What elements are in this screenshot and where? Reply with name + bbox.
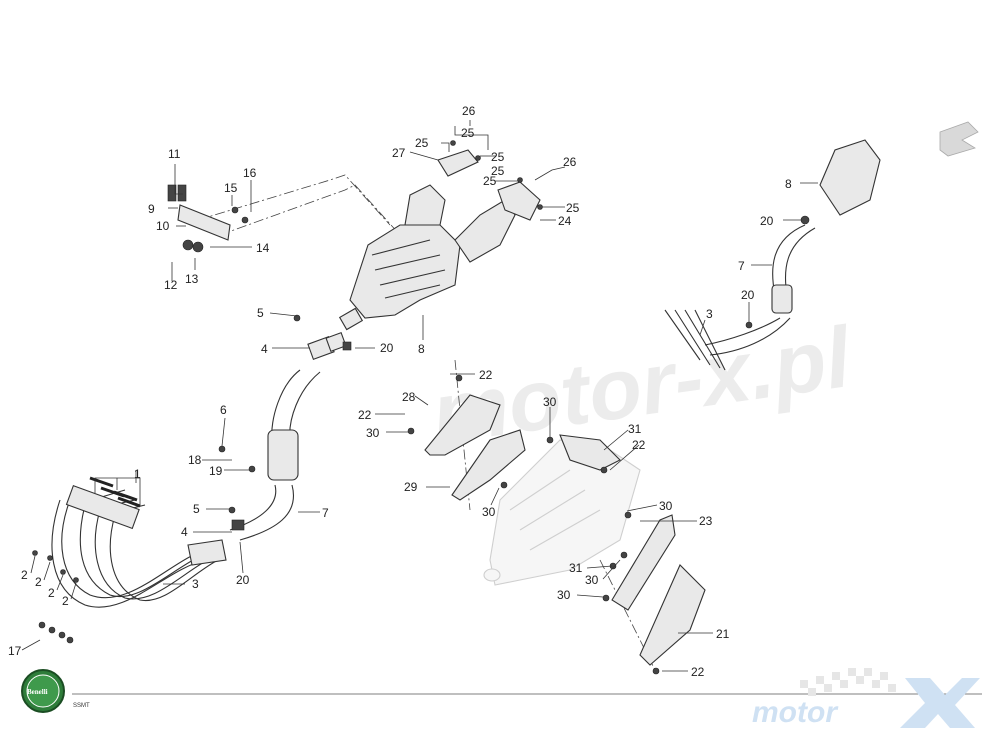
callout-5: 5 (257, 306, 264, 320)
motor-x-logo: motor (752, 668, 980, 729)
callout-25: 25 (415, 136, 429, 150)
callout-22: 22 (358, 408, 372, 422)
callout-22: 22 (691, 665, 705, 679)
silencer-assembly (338, 149, 541, 331)
callout-7: 7 (322, 506, 329, 520)
callout-4: 4 (261, 342, 268, 356)
callout-9: 9 (148, 202, 155, 216)
heat-shields (424, 394, 706, 666)
callout-26: 26 (563, 155, 577, 169)
callout-21: 21 (716, 627, 730, 641)
silencer-ghost-outline (483, 439, 641, 586)
callout-25: 25 (491, 164, 505, 178)
callout-17: 17 (8, 644, 22, 658)
link-pipe (229, 331, 347, 541)
callout-2: 2 (21, 568, 28, 582)
callout-16: 16 (243, 166, 257, 180)
callout-23: 23 (699, 514, 713, 528)
gaskets-and-studs (32, 476, 141, 644)
callout-19: 19 (209, 464, 223, 478)
callout-4: 4 (181, 525, 188, 539)
callout-22: 22 (632, 438, 646, 452)
callout-8: 8 (418, 342, 425, 356)
callout-2: 2 (35, 575, 42, 589)
callout-20: 20 (380, 341, 394, 355)
callout-6: 6 (220, 403, 227, 417)
motor-x-logo-text: motor (752, 696, 839, 729)
callout-1: 1 (134, 467, 141, 481)
callout-12: 12 (164, 278, 178, 292)
callout-8: 8 (785, 177, 792, 191)
callout-26: 26 (462, 104, 476, 118)
callout-18: 18 (188, 453, 202, 467)
callout-24: 24 (558, 214, 572, 228)
leader-lines (21, 120, 818, 672)
callout-30: 30 (366, 426, 380, 440)
brand-name: Benelli (27, 688, 48, 696)
callout-29: 29 (404, 480, 418, 494)
footer-code: SSMT (73, 703, 90, 709)
callout-30: 30 (557, 588, 571, 602)
fasteners (218, 140, 753, 675)
callout-labels: 1 2 2 2 2 3 4 4 5 5 6 7 8 9 10 11 12 13 … (8, 104, 792, 679)
callout-25: 25 (483, 174, 497, 188)
footer: Benelli SSMT motor (21, 668, 982, 729)
callout-5: 5 (193, 502, 200, 516)
callout-30: 30 (482, 505, 496, 519)
callout-3: 3 (706, 307, 713, 321)
benelli-logo: Benelli (21, 669, 65, 713)
callout-11: 11 (168, 147, 181, 161)
callout-28: 28 (402, 390, 416, 404)
callout-31: 31 (569, 561, 583, 575)
callout-20: 20 (741, 288, 755, 302)
callout-2: 2 (62, 594, 69, 608)
mounting-bracket (167, 184, 249, 253)
exhaust-side-view (664, 139, 881, 371)
callout-25: 25 (491, 150, 505, 164)
callout-7: 7 (738, 259, 745, 273)
callout-3: 3 (192, 577, 199, 591)
callout-2: 2 (48, 586, 55, 600)
callout-20: 20 (760, 214, 774, 228)
callout-15: 15 (224, 181, 238, 195)
callout-25: 25 (566, 201, 580, 215)
callout-30: 30 (585, 573, 599, 587)
callout-30: 30 (659, 499, 673, 513)
callout-14: 14 (256, 241, 270, 255)
callout-20: 20 (236, 573, 250, 587)
callout-13: 13 (185, 272, 199, 286)
callout-30: 30 (543, 395, 557, 409)
callout-25: 25 (461, 126, 475, 140)
callout-27: 27 (392, 146, 406, 160)
callout-22: 22 (479, 368, 493, 382)
exhaust-headers (51, 484, 227, 608)
callout-10: 10 (156, 219, 170, 233)
callout-31: 31 (628, 422, 642, 436)
direction-arrow-icon (939, 121, 979, 157)
